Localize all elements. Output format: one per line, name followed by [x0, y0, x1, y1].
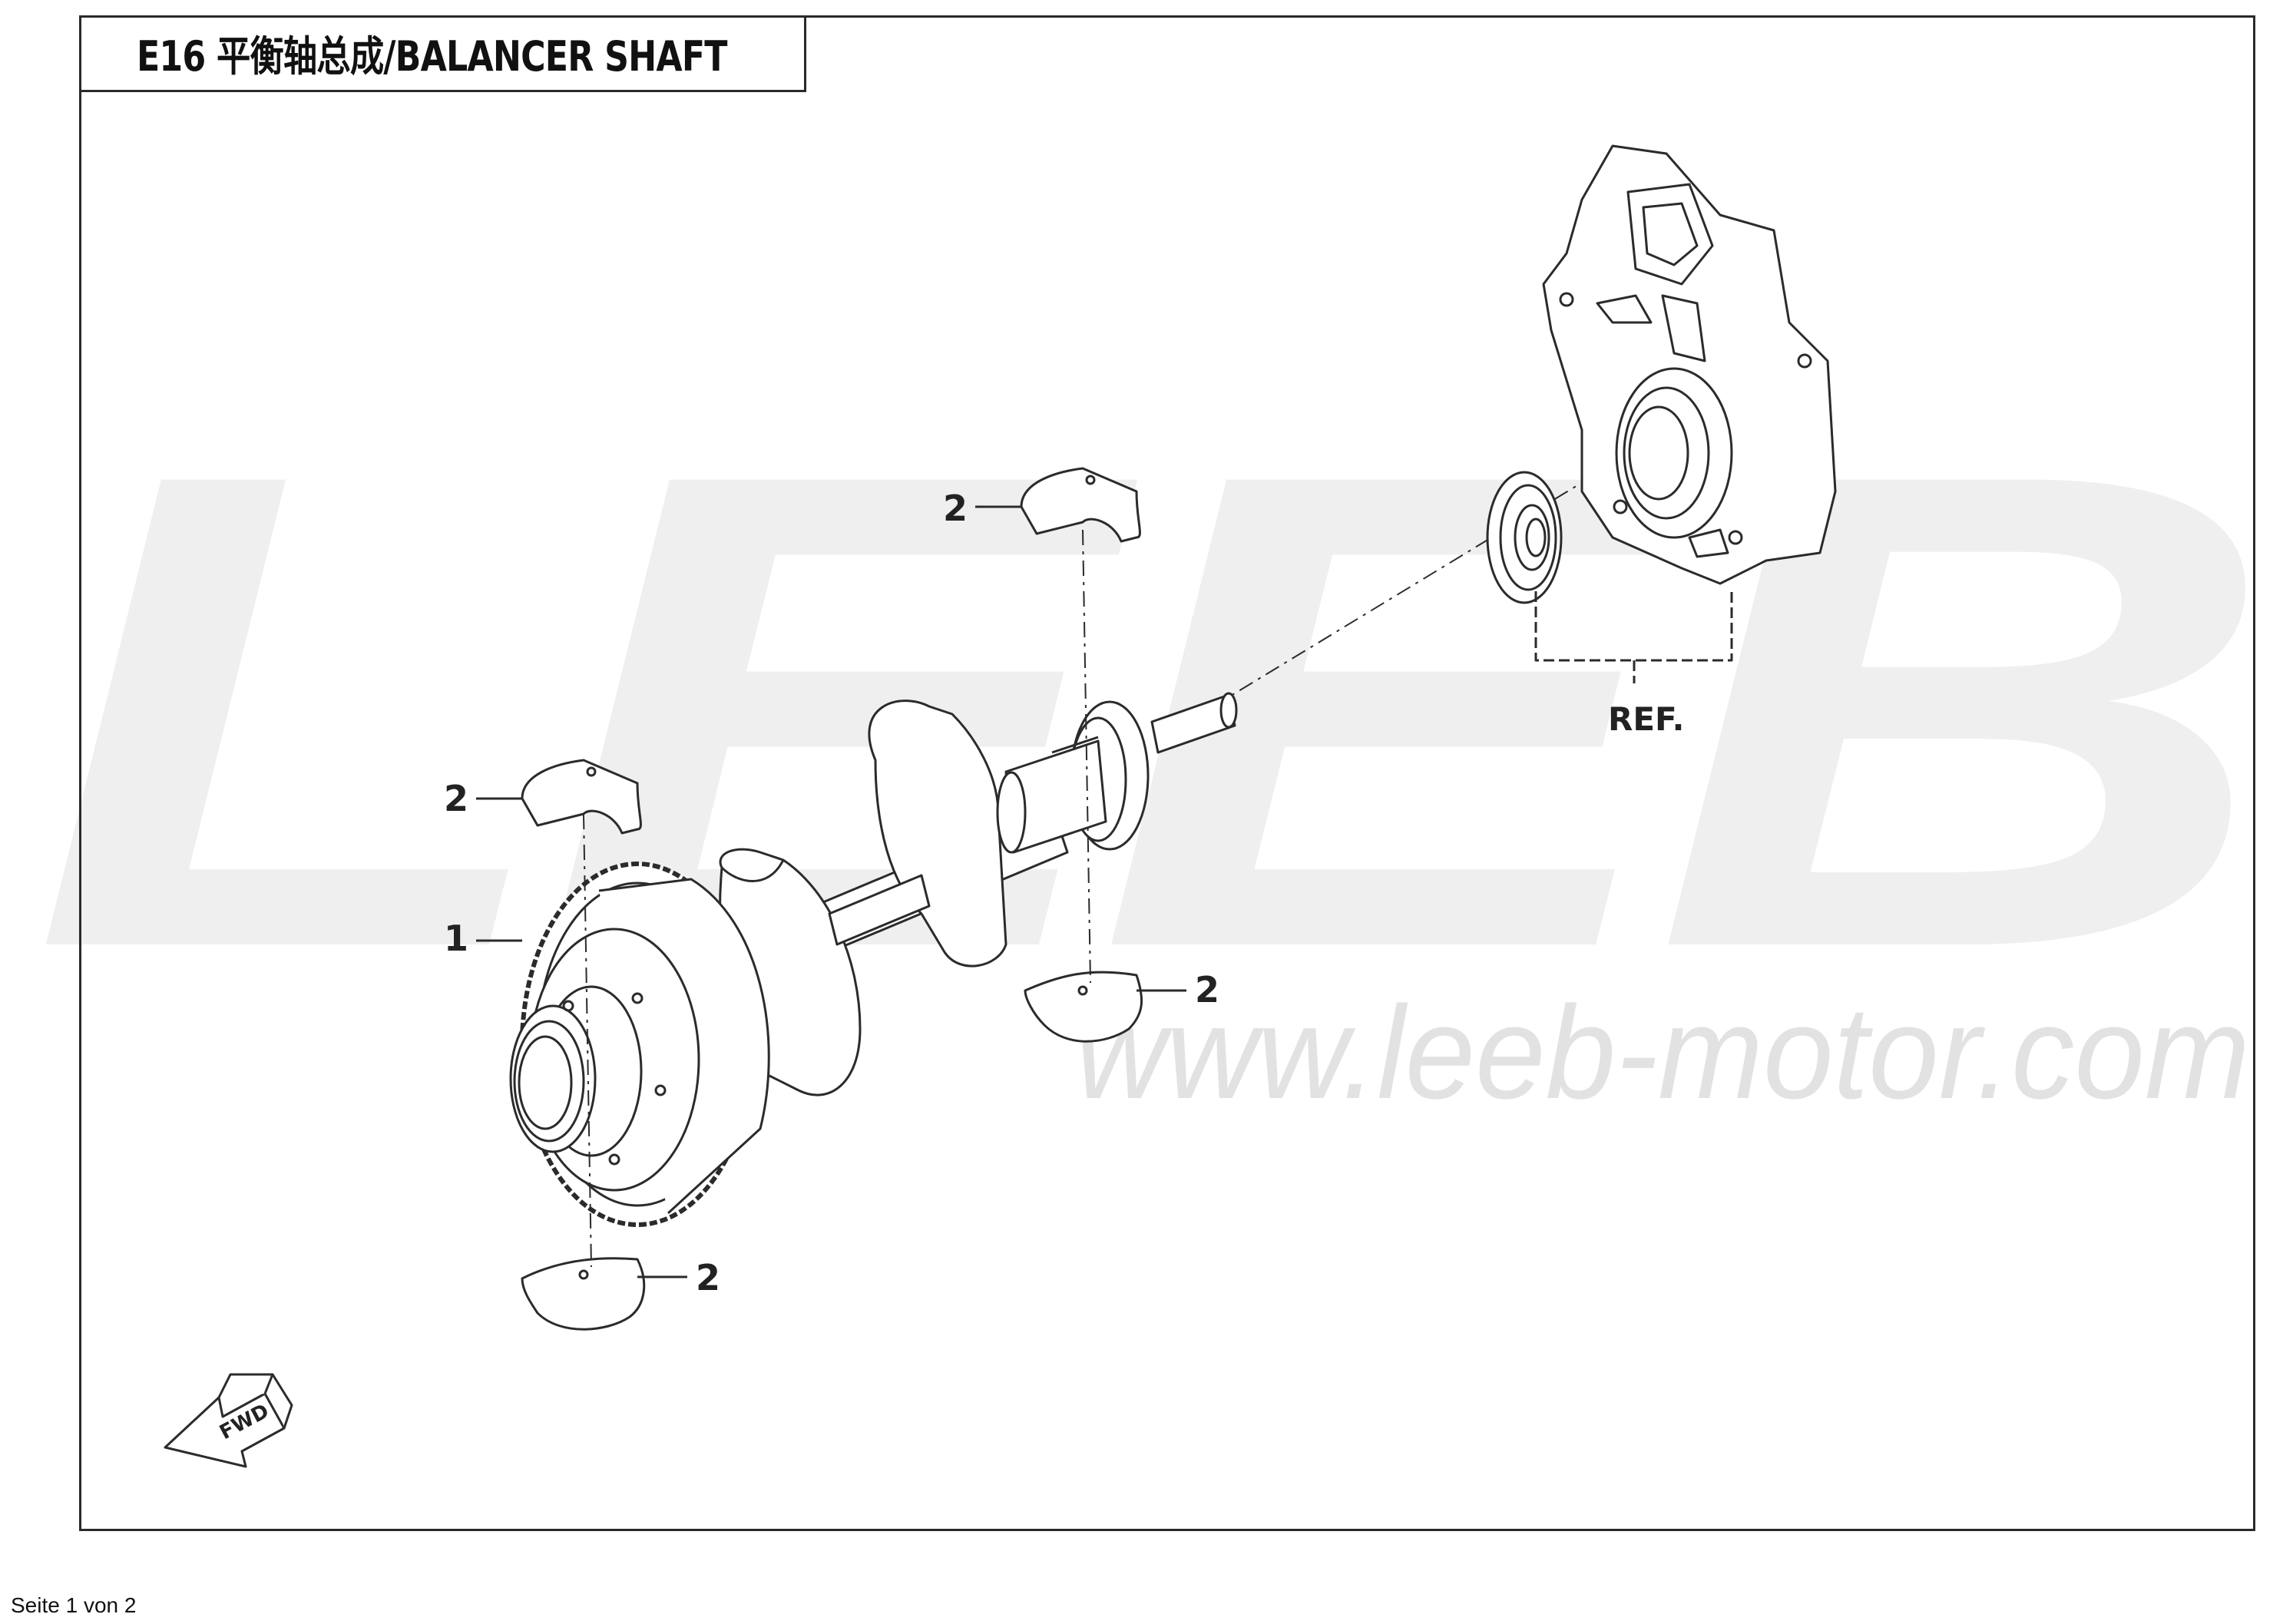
drawing-frame — [79, 15, 2255, 1531]
bearing-shell-upper-left — [521, 759, 642, 835]
oil-seal — [1486, 471, 1563, 604]
watermark-url: www.leeb-motor.com — [1075, 979, 2250, 1126]
ref-bracket — [1534, 591, 1733, 683]
ref-label: REF. — [1608, 700, 1685, 738]
page-footer: Seite 1 von 2 — [11, 1593, 137, 1617]
callout-bearing-upper-left: 2 — [444, 778, 469, 819]
page-title: E16 平衡轴总成/BALANCER SHAFT — [137, 32, 727, 81]
alignment-line-left — [583, 813, 592, 1268]
callout-bearing-lower-left: 2 — [696, 1257, 721, 1298]
title-box: E16 平衡轴总成/BALANCER SHAFT — [79, 15, 806, 92]
callout-gear: 1 — [444, 918, 469, 959]
shaft-axis-line — [1213, 445, 1644, 707]
bearing-shell-upper-right — [1020, 467, 1141, 543]
gear — [509, 862, 770, 1227]
callout-bearing-lower-right: 2 — [1195, 969, 1220, 1010]
alignment-line-right — [1082, 529, 1091, 984]
crankcase-cover — [1542, 144, 1837, 585]
watermark: LEEB www.leeb-motor.com — [31, 333, 2273, 1126]
watermark-logo: LEEB — [31, 333, 2258, 1088]
bearing-shell-lower-left — [521, 1257, 646, 1331]
callout-bearing-upper-right: 2 — [943, 488, 968, 529]
bearing-shell-lower-right — [1024, 971, 1143, 1043]
